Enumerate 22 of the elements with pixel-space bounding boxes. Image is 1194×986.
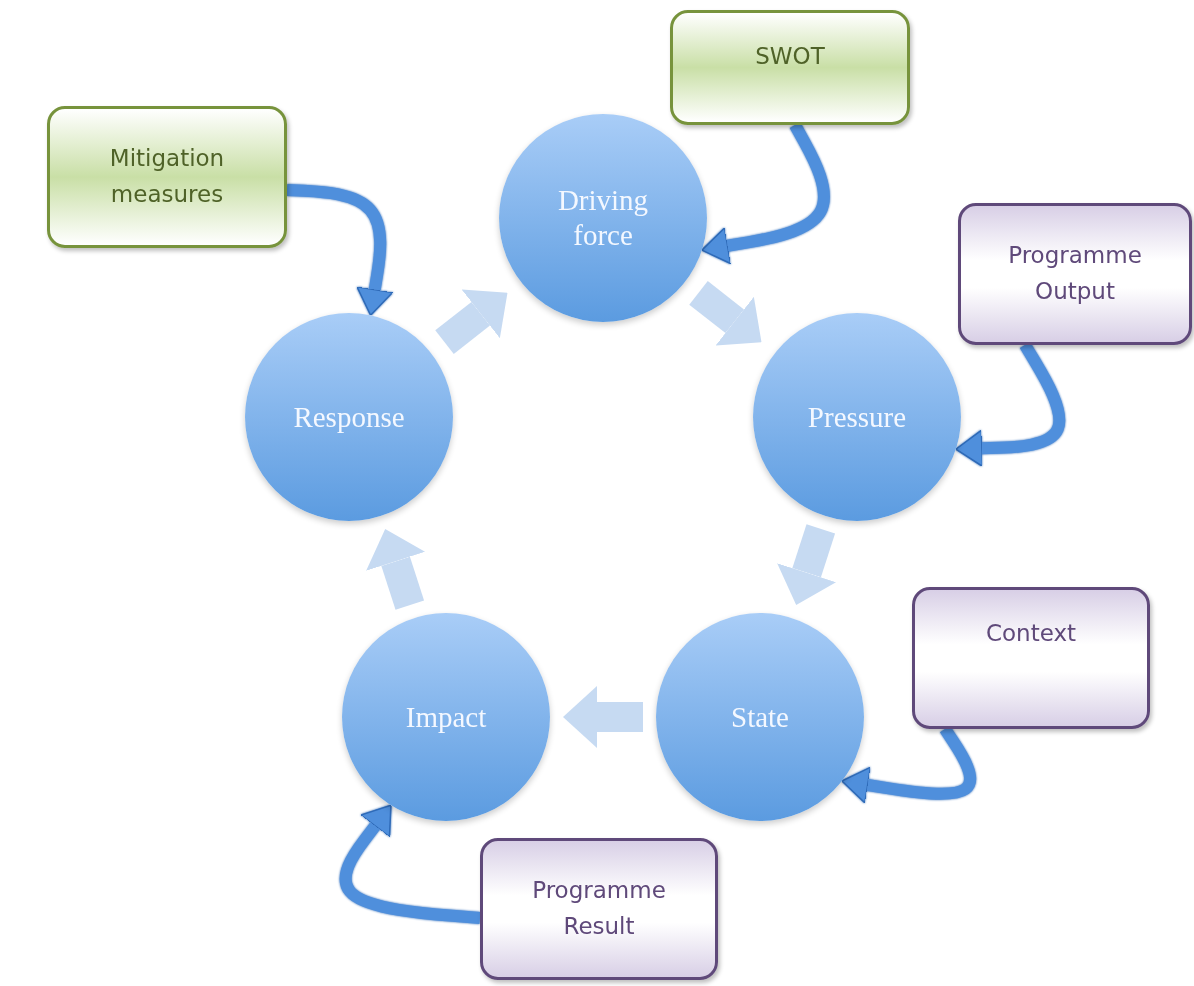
block-arrow	[689, 281, 762, 346]
rounded-box	[958, 203, 1192, 345]
node-label: Impact	[405, 699, 487, 735]
block-arrow	[563, 686, 643, 748]
curved-arrow	[286, 184, 394, 316]
node-label: Context	[985, 619, 1077, 648]
node-label: Programme Output	[1007, 241, 1143, 306]
rounded-box	[47, 106, 287, 248]
rounded-box	[912, 587, 1150, 729]
node-label: Mitigation measures	[108, 144, 226, 209]
curved-arrow	[339, 804, 481, 924]
block-arrow	[777, 524, 837, 606]
rounded-box	[480, 838, 718, 980]
rounded-box	[670, 10, 910, 125]
node-label: SWOT	[755, 42, 825, 71]
node-label: Pressure	[807, 399, 907, 435]
node-label: Response	[293, 399, 405, 435]
block-arrow	[366, 528, 426, 610]
node-label: Programme Result	[531, 876, 667, 941]
node-label: State	[731, 699, 789, 735]
node-label: Driving force	[556, 183, 650, 253]
block-arrow	[435, 289, 508, 354]
